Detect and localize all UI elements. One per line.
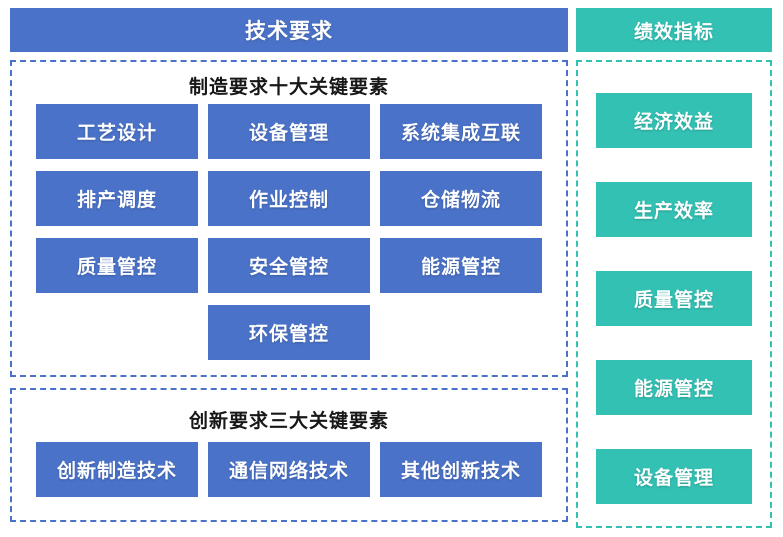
element-box[interactable]: 设备管理 [208, 104, 370, 159]
kpi-box[interactable]: 能源管控 [596, 360, 752, 415]
element-box[interactable]: 安全管控 [208, 238, 370, 293]
innovation-section-title: 创新要求三大关键要素 [188, 411, 389, 432]
kpi-box[interactable]: 质量管控 [596, 271, 752, 326]
manufacturing-requirements-panel: 制造要求十大关键要素 工艺设计 设备管理 系统集成互联 排产调度 作业控制 仓储… [10, 60, 568, 377]
kpi-box[interactable]: 设备管理 [596, 449, 752, 504]
kpi-box[interactable]: 生产效率 [596, 182, 752, 237]
manufacturing-elements-grid: 工艺设计 设备管理 系统集成互联 排产调度 作业控制 仓储物流 质量管控 安全管… [36, 104, 542, 360]
manufacturing-section-title: 制造要求十大关键要素 [188, 77, 389, 98]
performance-indicators-panel: 经济效益 生产效率 质量管控 能源管控 设备管理 [576, 60, 772, 528]
element-box[interactable]: 仓储物流 [380, 171, 542, 226]
element-box[interactable]: 系统集成互联 [380, 104, 542, 159]
innovation-requirements-panel: 创新要求三大关键要素 创新制造技术 通信网络技术 其他创新技术 [10, 388, 568, 522]
element-box[interactable]: 通信网络技术 [208, 442, 370, 497]
element-box[interactable]: 质量管控 [36, 238, 198, 293]
technical-requirements-banner: 技术要求 [10, 8, 568, 52]
performance-indicator-list: 经济效益 生产效率 质量管控 能源管控 设备管理 [596, 93, 752, 504]
element-box[interactable]: 作业控制 [208, 171, 370, 226]
element-box[interactable]: 工艺设计 [36, 104, 198, 159]
element-box[interactable]: 其他创新技术 [380, 442, 542, 497]
performance-indicators-banner: 绩效指标 [576, 8, 772, 52]
element-box[interactable]: 排产调度 [36, 171, 198, 226]
element-box[interactable]: 环保管控 [208, 305, 370, 360]
element-box[interactable]: 能源管控 [380, 238, 542, 293]
kpi-box[interactable]: 经济效益 [596, 93, 752, 148]
element-box[interactable]: 创新制造技术 [36, 442, 198, 497]
innovation-elements-grid: 创新制造技术 通信网络技术 其他创新技术 [36, 442, 542, 497]
